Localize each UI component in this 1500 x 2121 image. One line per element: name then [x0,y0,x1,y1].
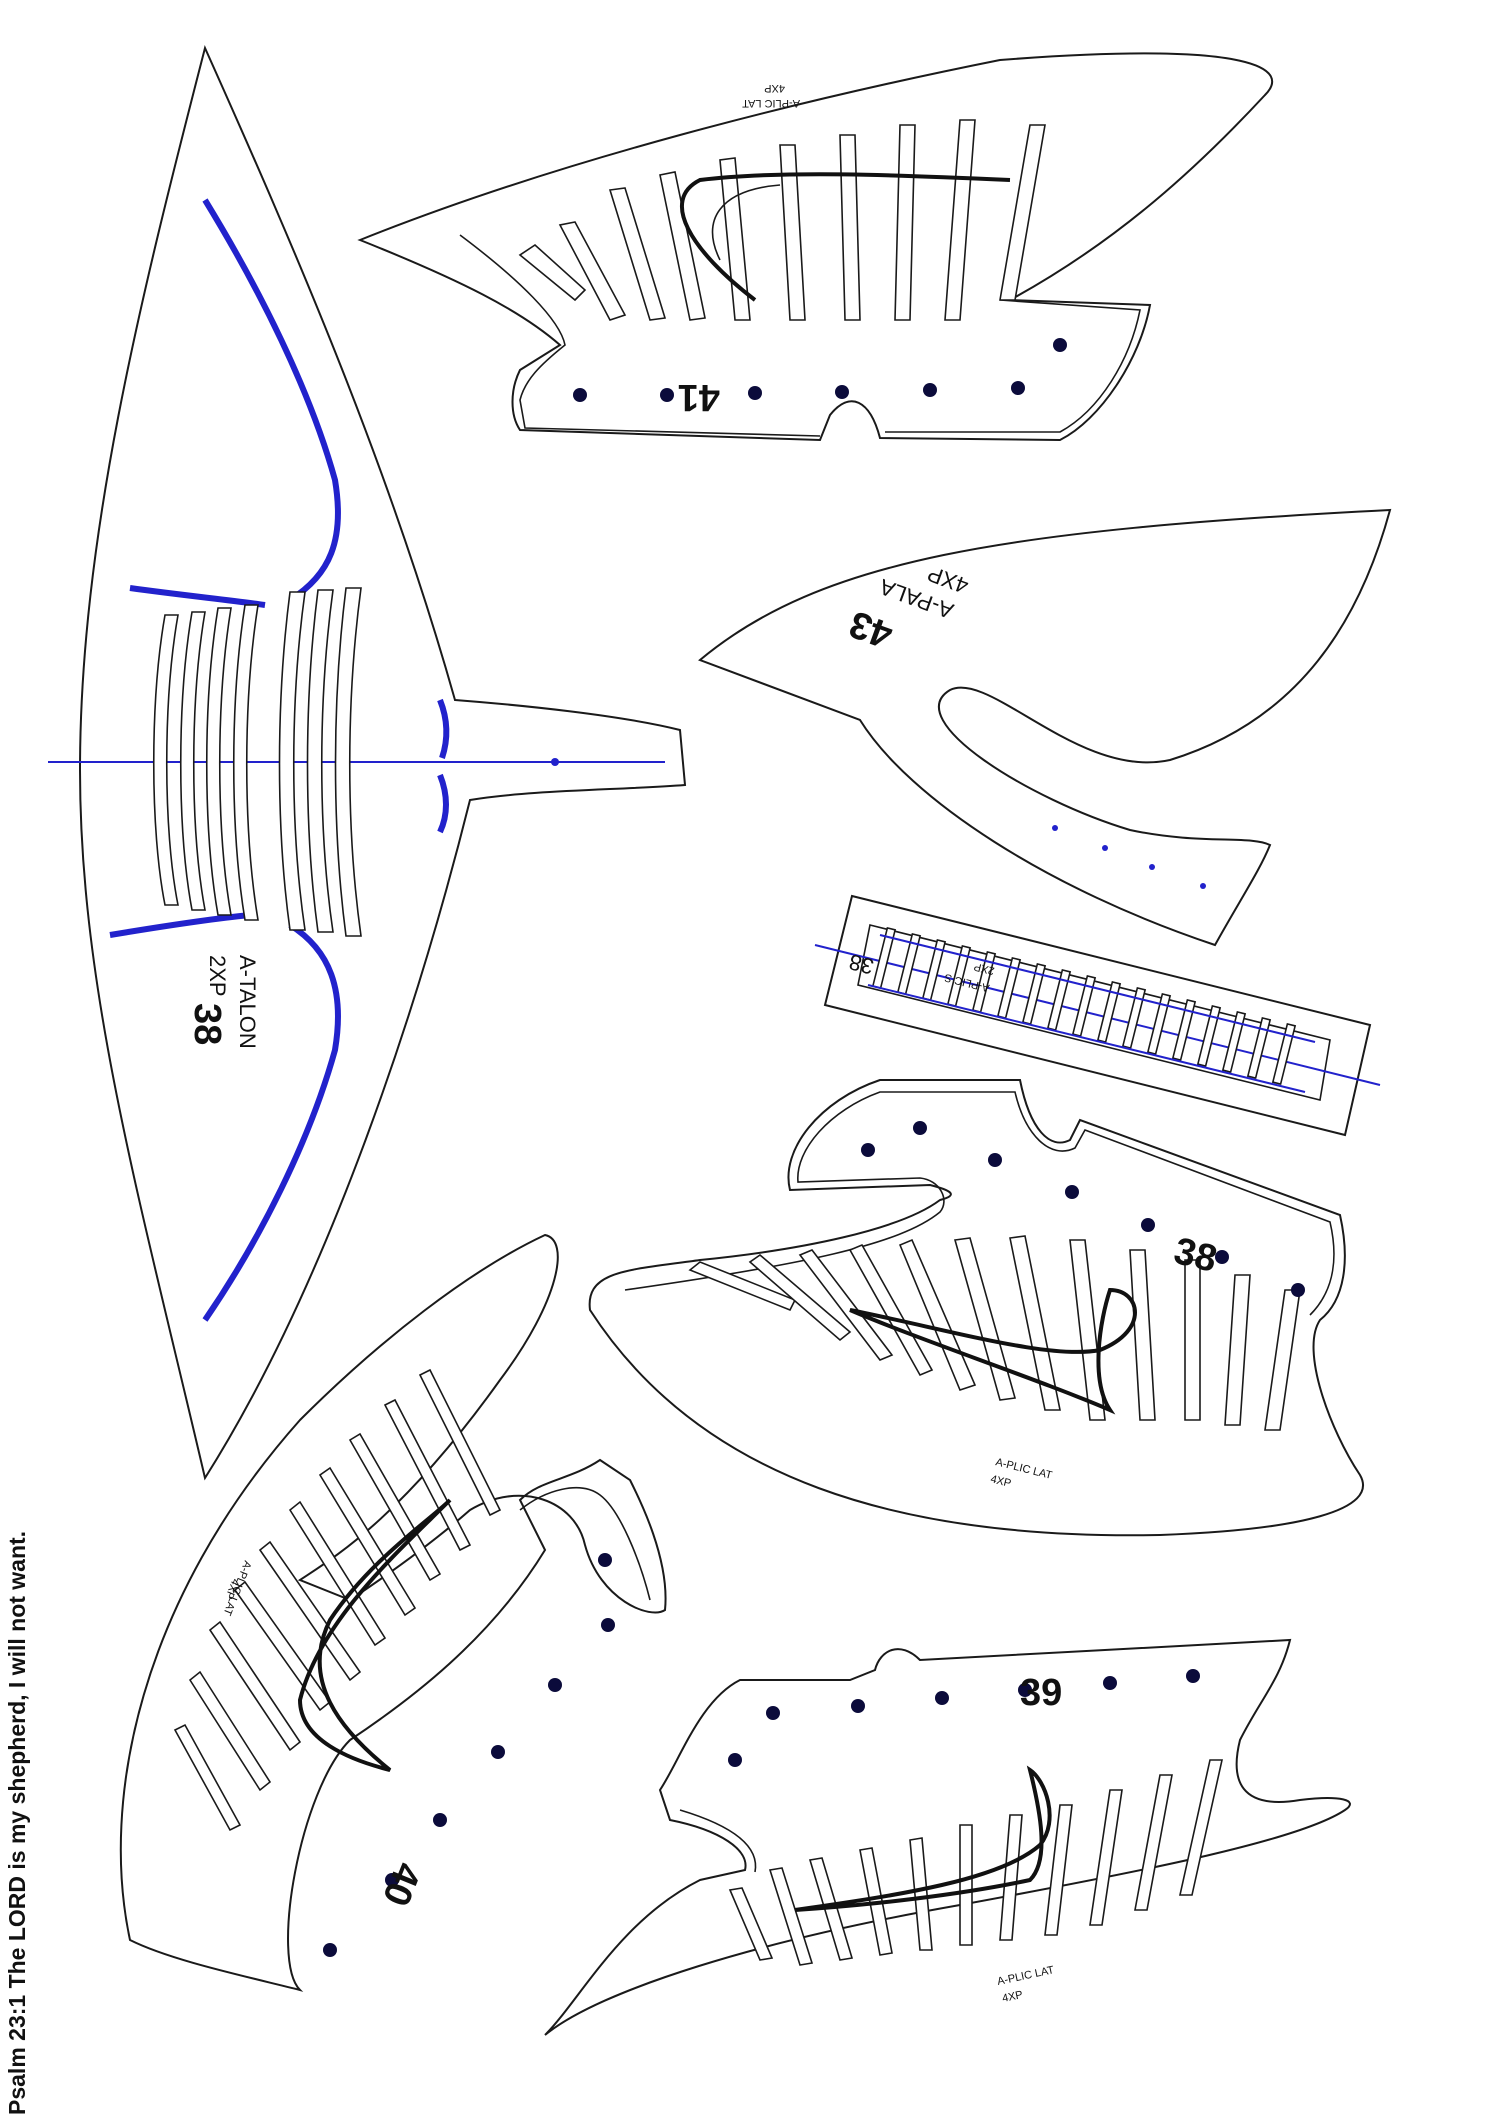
talon-bottom-guide [202,922,341,1322]
plic-bottom-qty: 4XP [1001,1989,1024,2005]
plic-mid-piece: 38 A-PLIC LAT 4XP [588,1079,1364,1537]
plic-bottom-piece: 39 A-PLIC LAT 4XP [544,1638,1351,2036]
talon-number-label: 38 [186,1003,228,1045]
talon-name-label: A-TALON [235,955,260,1049]
plic-top-name: A-PLIC LAT [742,97,800,109]
plic-s-qty: 2XP [973,960,996,977]
plic-top-number: 41 [678,376,720,418]
talon-piece: A-TALON 2XP 38 [48,44,687,1481]
plic-mid-slots [688,1235,1301,1431]
plic-left-slots [173,1368,502,1832]
plic-top-slots [518,119,1046,321]
plic-s-piece: 38 A-PLIC S 2XP [814,894,1381,1137]
plic-mid-number: 38 [1170,1230,1221,1281]
verse-caption: Psalm 23:1 The LORD is my shepherd, I wi… [4,1531,30,2115]
plic-top-qty: 4XP [764,82,785,94]
plic-bottom-name: A-PLIC LAT [996,1964,1055,1988]
plic-bottom-slots [728,1759,1223,1966]
talon-qty-label: 2XP [205,955,230,997]
plic-s-slots [871,926,1297,1086]
plic-left-number: 40 [374,1857,429,1912]
plic-mid-qty: 4XP [989,1473,1012,1490]
plic-s-number: 38 [846,949,876,979]
plic-bottom-number: 39 [1020,1672,1062,1714]
talon-top-guide [202,198,341,603]
plic-top-piece: 41 A-PLIC LAT 4XP [357,52,1274,442]
plic-left-piece: 40 A-PLIC LAT 4XP [119,1233,667,1992]
pala-piece: 43 A-PALA 4XP [698,508,1392,947]
talon-slots [152,587,362,937]
talon-center-hole [551,758,559,766]
